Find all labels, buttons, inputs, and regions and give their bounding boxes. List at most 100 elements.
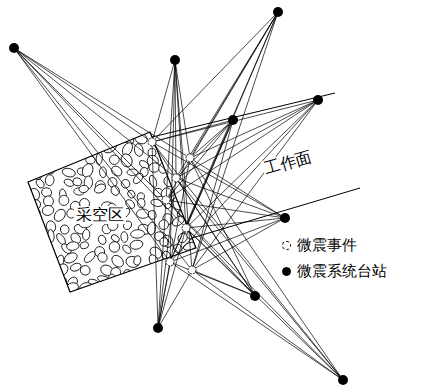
station-marker	[280, 213, 290, 223]
ray-line	[166, 200, 343, 380]
rubble-stone	[79, 241, 89, 249]
ray-line	[152, 142, 255, 296]
rubble-stone	[52, 207, 68, 223]
rubble-stone	[178, 257, 189, 268]
ray-line	[190, 120, 233, 158]
rubble-stone	[67, 142, 80, 155]
goaf-region: 采空区	[74, 206, 126, 224]
event-marker	[186, 154, 194, 162]
ray-line	[170, 60, 175, 262]
workface-label: 工作面	[260, 147, 315, 179]
rubble-stone	[56, 122, 65, 131]
station-marker	[153, 323, 163, 333]
rubble-stone	[82, 250, 97, 265]
rubble-stone	[149, 290, 161, 301]
rubble-stone	[15, 152, 28, 164]
rubble-stone	[45, 159, 52, 168]
station-marker	[313, 95, 323, 105]
rubble-stone	[16, 199, 33, 216]
rubble-stone	[124, 289, 137, 301]
rubble-stone	[18, 190, 32, 205]
ray-line	[192, 218, 285, 270]
rubble-stone	[41, 204, 55, 217]
rubble-stone	[54, 140, 66, 151]
ray-line	[166, 12, 278, 200]
rubble-stone	[43, 161, 58, 176]
rubble-stone	[26, 207, 42, 221]
rubble-stone	[26, 265, 36, 272]
ray-line	[192, 270, 255, 296]
rubble-stone	[96, 124, 108, 135]
legend-symbol	[282, 267, 291, 276]
event-marker	[166, 258, 174, 266]
rubble-stone	[24, 131, 38, 147]
station-marker	[273, 7, 283, 17]
rubble-stone	[93, 182, 107, 195]
rubble-stone	[96, 251, 109, 264]
station-marker	[228, 115, 238, 125]
rubble-stone	[137, 209, 150, 218]
rubble-stone	[32, 120, 44, 135]
event-marker	[188, 266, 196, 274]
rubble-stone	[18, 123, 27, 133]
legend-symbol	[282, 241, 291, 250]
legend-text: 微震事件	[297, 236, 357, 255]
rubble-stone	[30, 156, 40, 167]
ray-line	[176, 120, 233, 178]
ray-line	[158, 178, 176, 328]
rubble-stone	[82, 229, 90, 241]
station-marker	[338, 375, 348, 385]
station-marker	[250, 291, 260, 301]
legend-row: 微震事件	[280, 236, 359, 255]
rubble-stone	[39, 262, 51, 273]
rubble-stone	[47, 132, 60, 144]
region-label: 采空区	[76, 205, 124, 224]
rubble-stone	[80, 138, 93, 148]
rubble-stone	[161, 119, 174, 133]
rubble-stone	[45, 174, 55, 186]
event-marker	[162, 196, 170, 204]
rubble-stone	[19, 275, 31, 286]
events	[148, 138, 196, 274]
rubble-stone	[17, 208, 26, 218]
ray-line	[175, 60, 190, 158]
ray-line	[152, 12, 278, 142]
rubble-stone	[133, 255, 142, 266]
ray-paths	[14, 12, 343, 380]
stations	[9, 7, 348, 385]
rubble-stone	[165, 267, 176, 278]
rubble-stone	[187, 284, 198, 297]
rubble-stone	[17, 290, 30, 302]
rubble-stone	[59, 195, 69, 206]
ray-line	[192, 270, 343, 380]
ray-line	[158, 228, 186, 328]
rubble-stone	[94, 283, 105, 295]
rubble-stone	[147, 278, 155, 290]
ray-line	[152, 142, 158, 328]
rubble-stone	[30, 242, 45, 256]
rubble-stone	[134, 289, 143, 299]
ray-line	[170, 120, 233, 262]
ray-line	[158, 200, 166, 328]
ray-line	[192, 12, 278, 270]
rubble-stone	[60, 156, 72, 164]
rubble-stone	[22, 243, 36, 257]
event-marker	[172, 174, 180, 182]
rubble-stone	[120, 231, 128, 242]
rubble-stone	[30, 265, 42, 279]
rubble-stone	[148, 265, 160, 277]
rubble-stone	[134, 274, 147, 287]
ray-line	[152, 142, 343, 380]
rubble-stone	[17, 219, 33, 235]
rubble-stone	[33, 223, 43, 235]
rubble-stone	[130, 229, 144, 238]
rubble-stone	[83, 135, 93, 149]
rubble-stone	[47, 143, 57, 151]
rubble-stone	[29, 198, 42, 211]
ray-line	[176, 12, 278, 178]
rubble-stone	[14, 228, 29, 243]
station-marker	[170, 55, 180, 65]
rubble-stone	[80, 122, 89, 132]
ray-line	[166, 100, 318, 200]
